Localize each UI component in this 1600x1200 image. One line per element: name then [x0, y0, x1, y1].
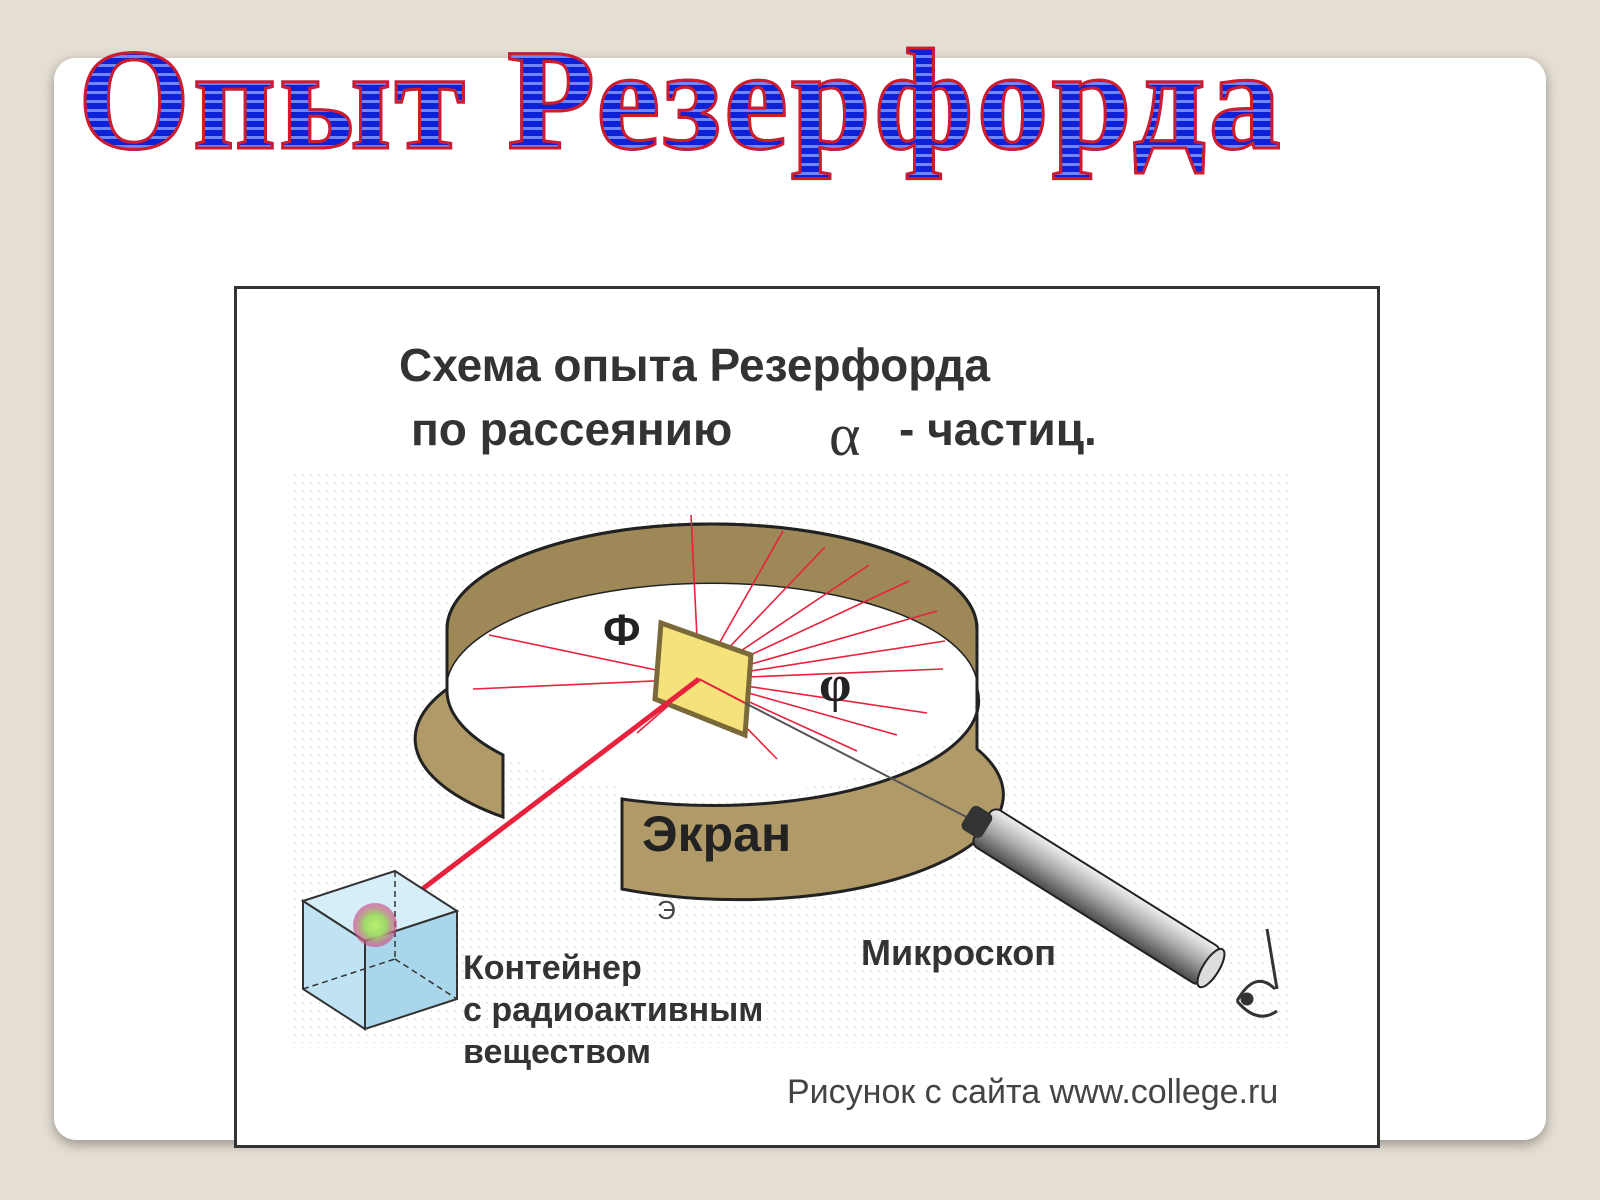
figure-heading-line2-after: - частиц. — [899, 403, 1097, 455]
radioactive-container — [300, 869, 460, 1031]
label-screen: Экран — [642, 806, 791, 862]
label-angle: φ — [819, 656, 851, 713]
label-container-line1: Контейнер — [463, 949, 642, 987]
microscope-sight-line — [744, 702, 983, 826]
figure-heading-line1: Схема опыта Резерфорда — [399, 339, 990, 391]
experiment-figure: Схема опыта Резерфорда по рассеянию α - … — [234, 286, 1380, 1148]
label-container-line3: веществом — [463, 1033, 651, 1071]
alpha-symbol: α — [829, 402, 860, 468]
label-microscope: Микроскоп — [861, 932, 1056, 973]
microscope — [961, 805, 1226, 989]
image-credit: Рисунок с сайта www.college.ru — [787, 1073, 1278, 1111]
figure-heading-line2-before: по рассеянию — [411, 403, 732, 455]
eye-icon — [1235, 928, 1279, 1018]
label-foil: Ф — [603, 606, 641, 655]
slide-title: Опыт Резерфорда — [77, 20, 1284, 182]
alpha-beam — [373, 677, 701, 927]
label-container-line2: с радиоактивным — [463, 991, 763, 1029]
gold-foil — [652, 619, 754, 739]
screen-back-rim — [445, 522, 979, 630]
screen-front-wall-left — [413, 629, 505, 820]
label-screen-small: Э — [657, 895, 676, 925]
